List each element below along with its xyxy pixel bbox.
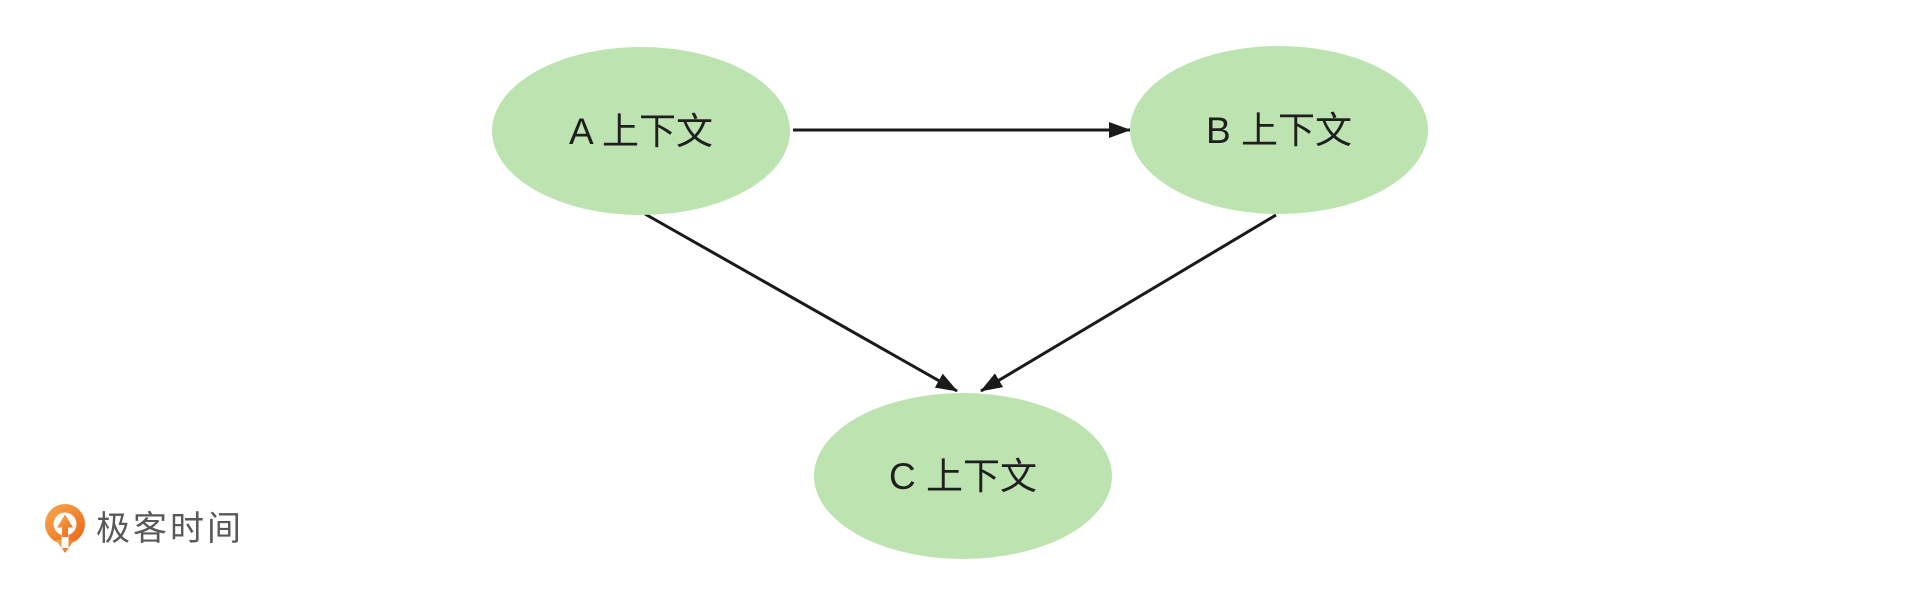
node-a-shape [492, 47, 790, 215]
edge-a-to-c [644, 212, 958, 393]
geektime-logo-icon [45, 504, 85, 553]
node-b: B 上下文 [1130, 46, 1428, 214]
edge-b-to-c [980, 213, 1277, 393]
node-b-label: B 上下文 [1206, 110, 1352, 151]
node-b-shape [1130, 46, 1428, 214]
brand-logo: 极客时间 [44, 504, 244, 554]
node-a: A 上下文 [492, 47, 790, 215]
node-c-shape [814, 393, 1112, 559]
node-a-label: A 上下文 [569, 111, 713, 152]
brand-logo-text: 极客时间 [96, 510, 244, 548]
node-c: C 上下文 [814, 393, 1112, 559]
node-c-label: C 上下文 [889, 456, 1037, 497]
